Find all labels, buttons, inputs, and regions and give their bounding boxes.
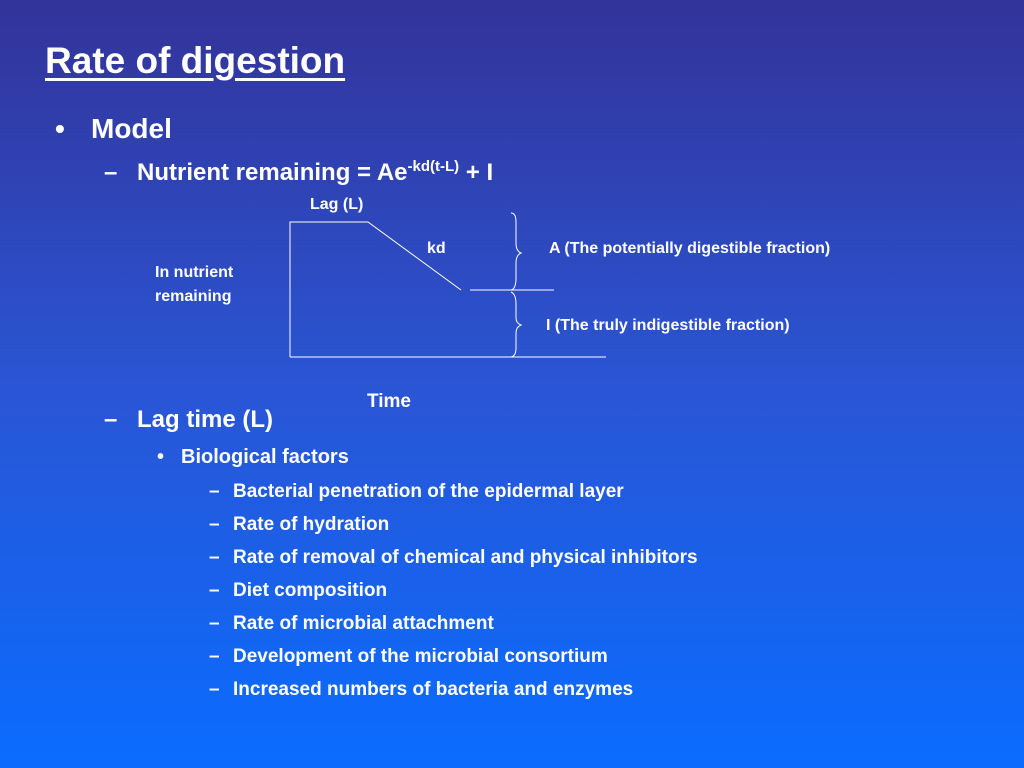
- list-item: Bacterial penetration of the epidermal l…: [233, 481, 624, 502]
- formula-exponent: -kd(t-L): [407, 158, 460, 175]
- factor-dash: –: [209, 481, 220, 502]
- brace-a: [510, 212, 523, 291]
- lag-time-dash: –: [104, 406, 118, 433]
- i-fraction-label: I (The truly indigestible fraction): [546, 317, 790, 334]
- biological-factors-label: Biological factors: [181, 446, 349, 468]
- list-item: Rate of removal of chemical and physical…: [233, 547, 698, 568]
- formula-prefix: Nutrient remaining = Ae: [137, 159, 408, 186]
- list-item: Rate of hydration: [233, 514, 390, 535]
- brace-i: [510, 291, 523, 358]
- nutrient-curve: [289, 221, 462, 357]
- list-item: Increased numbers of bacteria and enzyme…: [233, 679, 634, 700]
- factor-dash: –: [209, 514, 220, 535]
- factor-dash: –: [209, 547, 220, 568]
- page-title: Rate of digestion: [45, 40, 346, 81]
- kd-label: kd: [427, 240, 446, 257]
- biological-bullet: •: [157, 446, 165, 468]
- formula-suffix: + I: [459, 159, 494, 186]
- list-item: Diet composition: [233, 580, 388, 601]
- y-label-line2: remaining: [155, 288, 232, 305]
- time-label: Time: [367, 391, 412, 412]
- list-item: Rate of microbial attachment: [233, 613, 494, 634]
- model-bullet: •: [55, 113, 65, 144]
- model-label: Model: [91, 113, 172, 144]
- factor-dash: –: [209, 679, 220, 700]
- a-fraction-label: A (The potentially digestible fraction): [549, 240, 831, 257]
- lag-time-label: Lag time (L): [137, 406, 273, 433]
- factor-dash: –: [209, 646, 220, 667]
- factor-dash: –: [209, 613, 220, 634]
- y-label-line1: In nutrient: [155, 264, 234, 281]
- factor-dash: –: [209, 580, 220, 601]
- list-item: Development of the microbial consortium: [233, 646, 608, 667]
- lag-label: Lag (L): [310, 196, 364, 213]
- formula-dash: –: [104, 159, 118, 186]
- nutrient-formula: Nutrient remaining = Ae-kd(t-L) + I: [137, 159, 493, 187]
